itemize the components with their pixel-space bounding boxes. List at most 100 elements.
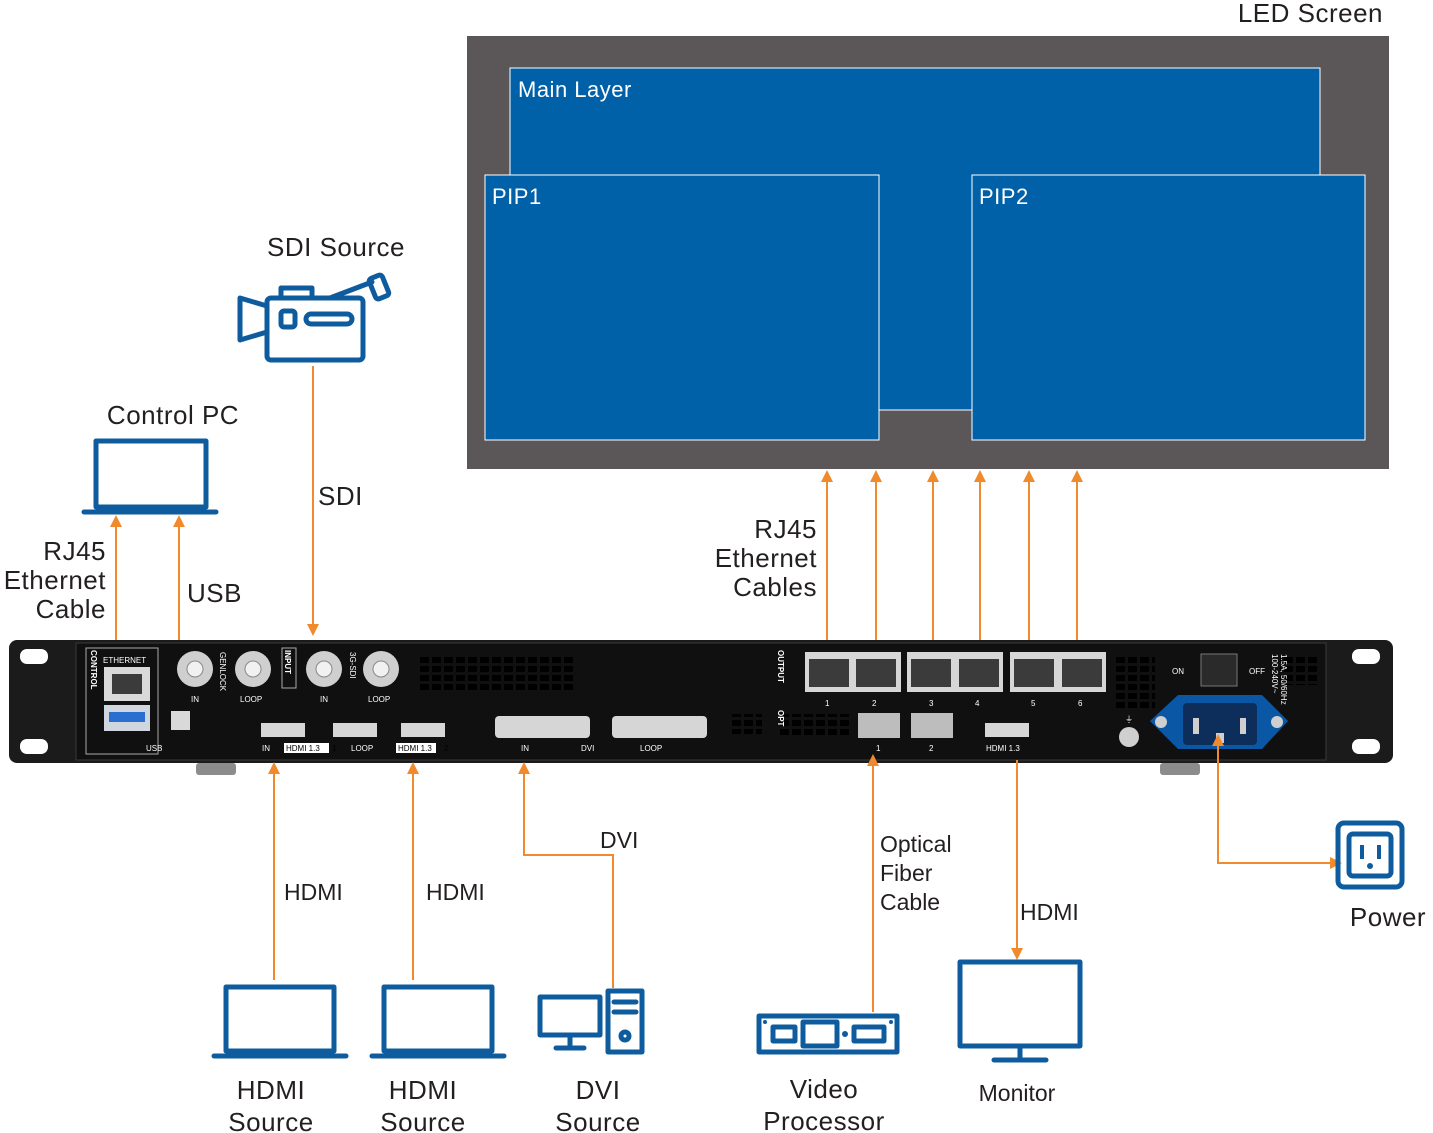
hdmi-source-2-label-2: Source xyxy=(380,1107,465,1133)
genlock-loop-text: LOOP xyxy=(240,695,262,704)
dvi-cable xyxy=(518,762,614,988)
hdmi2-text: HDMI 1.3 xyxy=(398,744,432,753)
sdi-loop-text: LOOP xyxy=(368,695,390,704)
bnc-center xyxy=(244,660,262,678)
control-pc: Control PC xyxy=(81,400,239,515)
rack-hole xyxy=(20,739,48,754)
bnc-center xyxy=(186,660,204,678)
output-port-label: 5 xyxy=(1031,699,1036,708)
hdmi-source-1-label-2: Source xyxy=(228,1107,313,1133)
video-processor-label-2: Processor xyxy=(763,1106,885,1133)
hdmi1-in-text: IN xyxy=(262,744,270,753)
dvi-loop-port[interactable] xyxy=(612,716,707,738)
vent-grille xyxy=(780,714,850,736)
rack-hole xyxy=(1352,739,1380,754)
bottom-cables: HDMI HDMI DVI Optical Fiber Cable HDMI xyxy=(268,734,1342,1012)
optical-label-2: Fiber xyxy=(880,860,933,886)
output-port-label: 1 xyxy=(825,699,830,708)
monitor: Monitor xyxy=(957,959,1083,1106)
output-port-label: 6 xyxy=(1078,699,1083,708)
dvi-loop-text: LOOP xyxy=(640,744,662,753)
power-pin xyxy=(1240,718,1246,734)
input-section xyxy=(281,647,297,689)
rack-hole xyxy=(20,649,48,664)
power-cable xyxy=(1212,734,1342,869)
optical-label-3: Cable xyxy=(880,889,940,915)
power-outlet-icon xyxy=(1335,820,1405,890)
ground-screw xyxy=(1119,727,1139,747)
monitor-icon xyxy=(957,959,1083,1063)
usb-b-port[interactable] xyxy=(171,711,190,730)
optical-label-1: Optical xyxy=(880,831,952,857)
hdmi1-text: HDMI 1.3 xyxy=(286,744,320,753)
hdmi-out-label: HDMI xyxy=(1020,899,1079,925)
hdmi-in-1-port[interactable] xyxy=(261,723,305,737)
hdmi-loop-port[interactable] xyxy=(333,723,377,737)
hdmi2-num: 2 xyxy=(444,744,449,753)
output-ports: 1 2 3 4 5 6 xyxy=(805,652,1106,708)
sdi-3g-text: 3G-SDI xyxy=(348,652,357,679)
laptop-icon xyxy=(211,984,349,1059)
pip1-layer xyxy=(484,174,880,441)
output-port-label: 3 xyxy=(929,699,934,708)
led-screen-title: LED Screen xyxy=(1238,0,1383,28)
opt-port-label: 2 xyxy=(929,744,934,753)
opt-port-1[interactable] xyxy=(858,713,900,738)
dvi-in-text: IN xyxy=(521,744,529,753)
bnc-center xyxy=(315,660,333,678)
hdmi-cable-1-label: HDMI xyxy=(284,879,343,905)
output-port-label: 2 xyxy=(872,699,877,708)
output-port-3[interactable] xyxy=(911,659,951,687)
output-port-1[interactable] xyxy=(809,659,849,687)
vent-grille xyxy=(1115,655,1155,708)
vent-grille xyxy=(417,655,574,691)
hdmi-in-2-port[interactable] xyxy=(401,723,445,737)
pip1-label: PIP1 xyxy=(492,184,542,209)
hdmi-out-text: HDMI 1.3 xyxy=(986,744,1020,753)
power-switch[interactable] xyxy=(1200,653,1238,687)
power-outlet: Power xyxy=(1335,820,1426,932)
output-text: OUTPUT xyxy=(776,650,785,683)
power-off-text: OFF xyxy=(1249,667,1265,676)
device-foot xyxy=(196,763,236,775)
hdmi1-loop-text: LOOP xyxy=(351,744,373,753)
output-port-5[interactable] xyxy=(1014,659,1054,687)
main-layer-label: Main Layer xyxy=(518,77,632,102)
video-processor-label-1: Video xyxy=(790,1074,859,1104)
hdmi1-badge xyxy=(284,743,329,753)
sdi-source: SDI Source xyxy=(237,232,405,363)
output-port-2[interactable] xyxy=(856,659,896,687)
pip2-label: PIP2 xyxy=(979,184,1029,209)
control-pc-label: Control PC xyxy=(107,400,239,430)
output-port-6[interactable] xyxy=(1062,659,1102,687)
sdi-in-text: IN xyxy=(320,695,328,704)
power-label: Power xyxy=(1350,902,1426,932)
power-on-text: ON xyxy=(1172,667,1184,676)
hdmi-out-port[interactable] xyxy=(985,723,1029,737)
input-text: INPUT xyxy=(283,650,292,674)
control-text: CONTROL xyxy=(89,650,98,690)
inlet-screw xyxy=(1155,716,1167,728)
dvi-in-port[interactable] xyxy=(495,716,590,738)
inlet-screw xyxy=(1271,716,1283,728)
rj45-control-label-2: Ethernet xyxy=(4,565,107,595)
control-section xyxy=(85,647,159,755)
opt-text: OPT xyxy=(776,710,785,727)
power-pin xyxy=(1193,718,1199,734)
laptop-icon xyxy=(369,984,507,1059)
device-foot xyxy=(1160,763,1200,775)
rj45-output-label-3: Cables xyxy=(733,572,817,602)
hdmi2-badge xyxy=(396,743,436,753)
sdi-source-label: SDI Source xyxy=(267,232,405,262)
hdmi-source-1-label-1: HDMI xyxy=(237,1075,305,1105)
usb-cable-label: USB xyxy=(187,578,242,608)
opt-port-2[interactable] xyxy=(911,713,953,738)
hdmi-source-1: HDMI Source xyxy=(211,984,349,1133)
rj45-control-label-1: RJ45 xyxy=(43,536,106,566)
ethernet-port-socket xyxy=(112,674,142,694)
hdmi-source-2: HDMI Source xyxy=(369,984,507,1133)
pip2-layer xyxy=(971,174,1366,441)
opt-port-label: 1 xyxy=(876,744,881,753)
output-port-4[interactable] xyxy=(959,659,999,687)
